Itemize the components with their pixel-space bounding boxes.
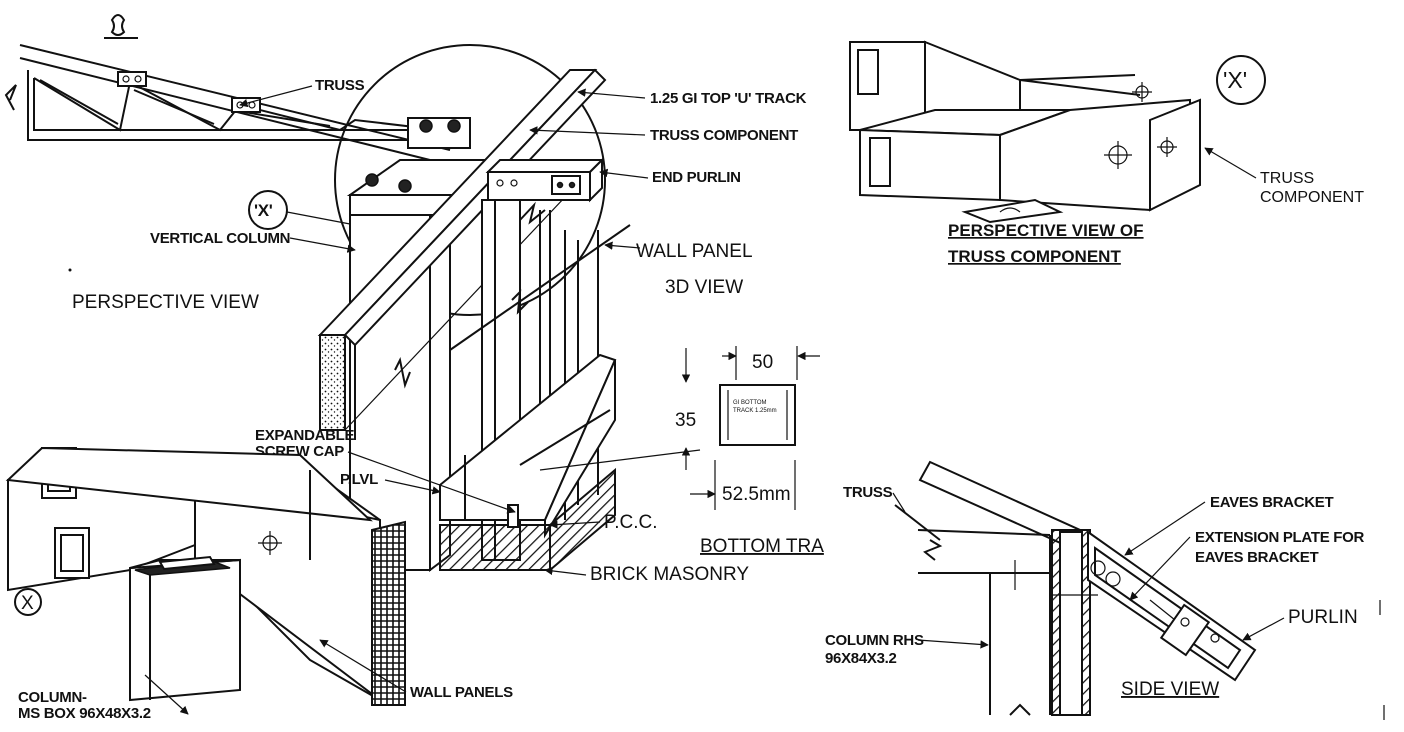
leader-truss: [239, 85, 313, 108]
title-perspective-truss-1: PERSPECTIVE VIEW OF: [948, 221, 1144, 240]
label-end-purlin: END PURLIN: [652, 169, 741, 186]
label-brick-masonry: BRICK MASONRY: [590, 564, 749, 585]
title-side-view: SIDE VIEW: [1121, 679, 1219, 700]
dim-50: 50: [752, 352, 773, 373]
title-perspective-truss-2: TRUSS COMPONENT: [948, 247, 1121, 266]
end-purlin: [485, 157, 605, 225]
base-foundation: [439, 353, 617, 573]
bottom-track-section: GI BOTTOM TRACK 1.25mm 50 35 52.5mm: [539, 346, 820, 510]
label-pcc: P.C.C.: [604, 512, 658, 533]
label-truss-component: TRUSS COMPONENT: [650, 127, 798, 144]
svg-text:GI BOTTOM: GI BOTTOM: [733, 400, 767, 406]
label-column-rhs-2: 96X84X3.2: [825, 650, 897, 667]
truss-assembly: [4, 44, 451, 166]
label-eaves-bracket: EAVES BRACKET: [1210, 494, 1333, 511]
label-vertical-column: VERTICAL COLUMN: [150, 230, 290, 247]
label-side-truss: TRUSS: [843, 484, 893, 501]
detail-x-joint: [5, 446, 406, 706]
label-top-u-track: 1.25 GI TOP 'U' TRACK: [650, 90, 807, 107]
label-wall-panel: WALL PANEL: [636, 241, 753, 262]
label-column-rhs-1: COLUMN RHS: [825, 632, 924, 649]
dim-52-5: 52.5mm: [722, 484, 791, 505]
label-detail-x-top: 'X': [1223, 67, 1247, 93]
label-truss-component-r1: TRUSS: [1260, 170, 1314, 187]
label-column-ms-box-1: COLUMN-: [18, 689, 87, 706]
label-extension-plate-1: EXTENSION PLATE FOR: [1195, 529, 1365, 546]
label-truss: TRUSS: [315, 77, 365, 94]
label-plvl: P.LVL: [340, 471, 378, 488]
label-extension-plate-2: EAVES BRACKET: [1195, 549, 1318, 566]
label-perspective-view: PERSPECTIVE VIEW: [72, 292, 259, 313]
label-truss-component-r2: COMPONENT: [1260, 189, 1364, 206]
label-bottom-track: BOTTOM TRA: [700, 536, 824, 557]
logo-figure: [104, 14, 138, 39]
dim-35: 35: [675, 410, 696, 431]
svg-text:'X': 'X': [254, 201, 273, 220]
svg-text:TRACK 1.25mm: TRACK 1.25mm: [733, 408, 777, 414]
label-3d-view: 3D VIEW: [665, 277, 743, 298]
detail-x-marker: [248, 190, 288, 230]
label-wall-panels: WALL PANELS: [410, 684, 513, 701]
u-track: [317, 68, 607, 440]
side-view-drawing: [894, 460, 1257, 716]
label-expandable-1: EXPANDABLE: [255, 427, 355, 444]
label-detail-x-circle: X: [21, 593, 34, 614]
label-column-ms-box-2: MS BOX 96X48X3.2: [18, 705, 151, 722]
label-purlin: PURLIN: [1288, 607, 1358, 628]
detail-circle: [334, 44, 606, 316]
truss-component-perspective: [849, 40, 1201, 224]
